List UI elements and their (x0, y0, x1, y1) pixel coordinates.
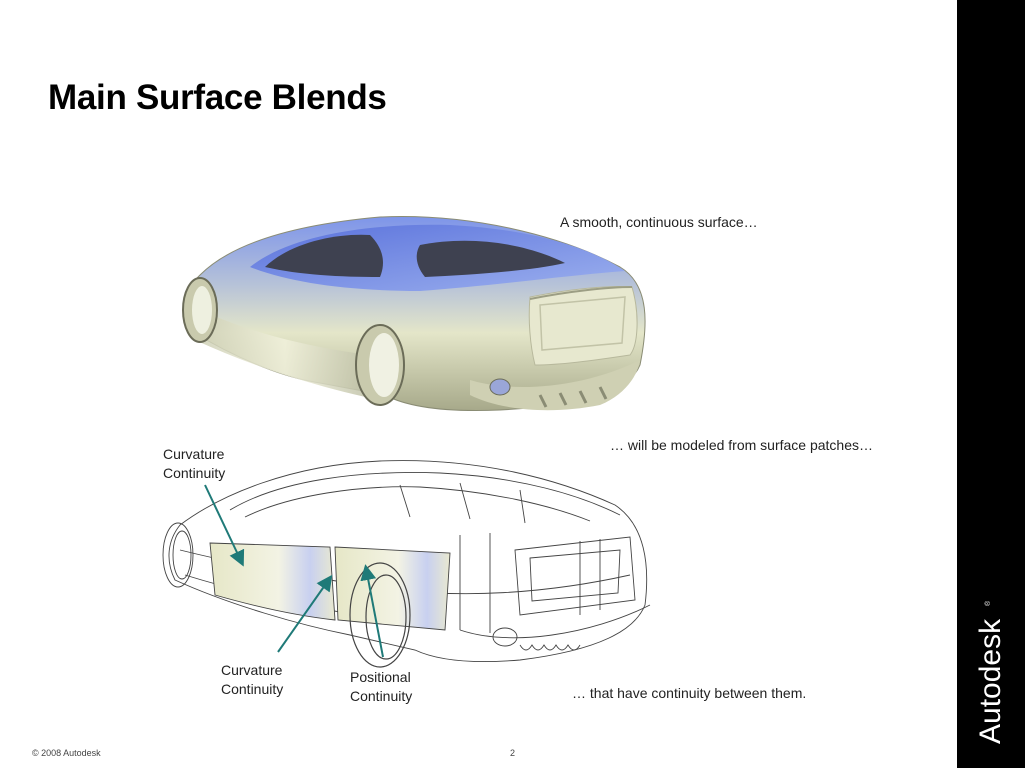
autodesk-logo: Autodesk ® (974, 600, 1007, 744)
label-line: Continuity (350, 688, 413, 704)
copyright-notice: © 2008 Autodesk (32, 748, 101, 758)
autodesk-logo-text: Autodesk (974, 618, 1007, 744)
label-curvature-continuity-upper: Curvature Continuity (163, 445, 225, 483)
label-line: Continuity (163, 465, 226, 481)
caption-surface-patches: … will be modeled from surface patches… (610, 437, 873, 453)
label-line: Continuity (221, 681, 284, 697)
smooth-car-render (182, 216, 646, 412)
label-line: Curvature (221, 662, 283, 678)
page-number: 2 (510, 748, 516, 758)
slide-title: Main Surface Blends (48, 78, 387, 117)
caption-continuity-between: … that have continuity between them. (572, 685, 807, 701)
label-positional-continuity: Positional Continuity (350, 668, 412, 706)
registered-mark: ® (984, 600, 992, 606)
caption-smooth-surface: A smooth, continuous surface… (560, 214, 758, 230)
brand-sidebar (957, 0, 1025, 768)
wireframe-car-patches (162, 460, 651, 668)
label-line: Positional (350, 669, 411, 685)
label-line: Curvature (163, 446, 225, 462)
label-curvature-continuity-lower: Curvature Continuity (221, 661, 283, 699)
